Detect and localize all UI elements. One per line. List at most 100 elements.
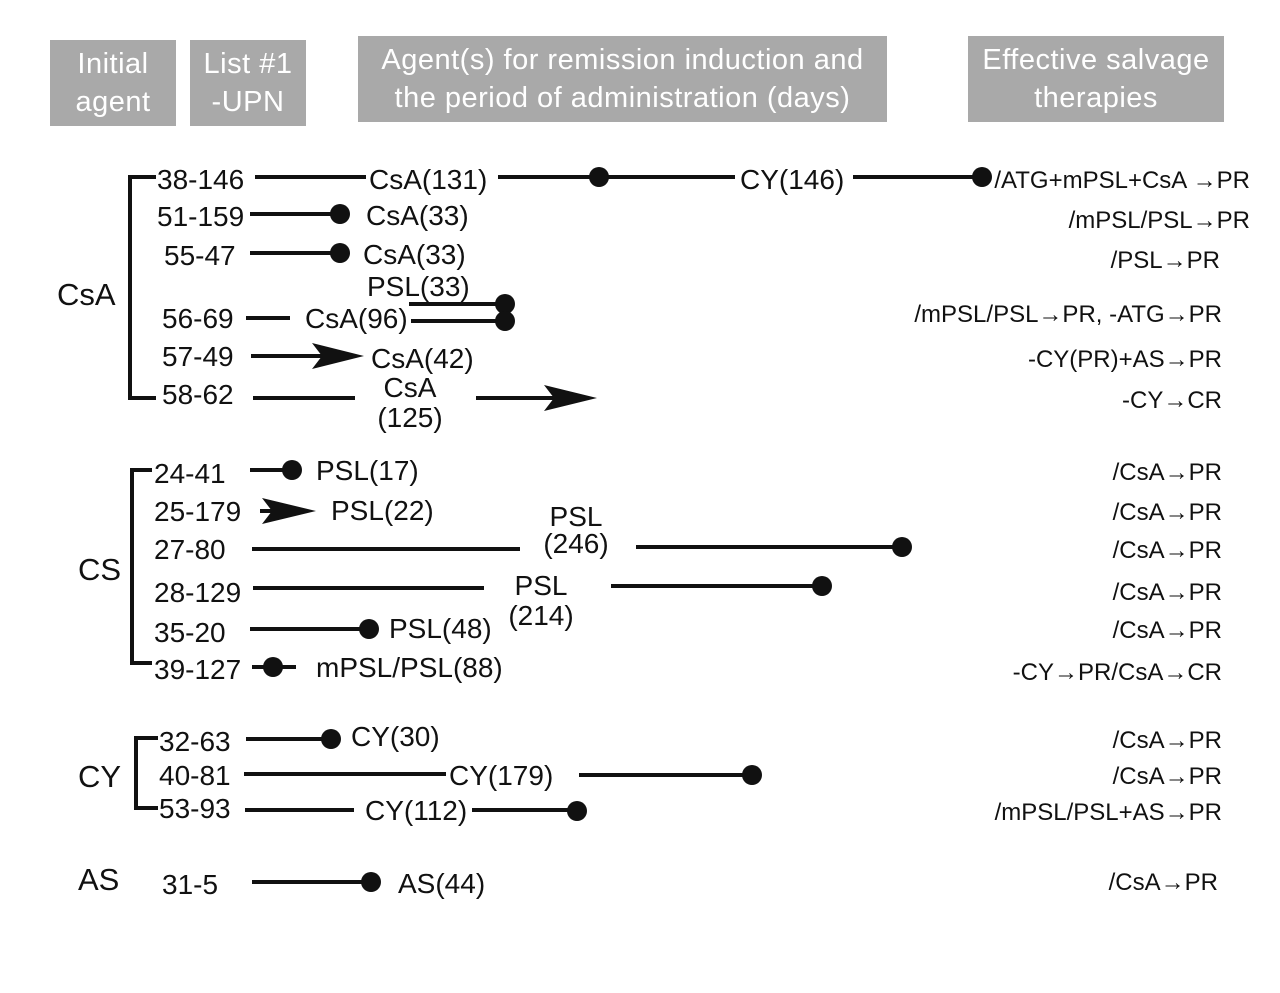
salvage-therapy: /CsA→PR	[1113, 727, 1222, 754]
end-dot	[359, 619, 379, 639]
timeline-row: 25-179 PSL(22) /CsA→PR	[154, 495, 1222, 527]
header-agents-line2: the period of administration (days)	[394, 82, 851, 114]
header-salvage-line1: Effective salvage	[982, 44, 1210, 76]
agent-label: CsA	[384, 372, 437, 403]
agent-label: (246)	[543, 528, 608, 559]
upn-label: 27-80	[154, 534, 226, 565]
group-bracket-cs	[130, 468, 152, 665]
ongoing-arrowhead	[544, 385, 597, 411]
salvage-therapy: /CsA→PR	[1109, 869, 1218, 896]
upn-label: 24-41	[154, 458, 226, 489]
header-agents-line1: Agent(s) for remission induction and	[381, 44, 864, 76]
end-dot	[282, 460, 302, 480]
salvage-therapy: /mPSL/PSL+AS→PR	[995, 799, 1222, 826]
end-dot	[812, 576, 832, 596]
end-dot	[567, 801, 587, 821]
end-dot	[330, 204, 350, 224]
group-bracket-cy	[134, 736, 158, 810]
header-initial-agent-line2: agent	[75, 86, 151, 118]
agent-label: CY(146)	[740, 164, 844, 195]
timeline-row: 51-159 CsA(33) /mPSL/PSL→PR	[157, 200, 1250, 234]
agent-label: CsA(33)	[366, 200, 469, 231]
header-salvage: Effective salvage therapies	[968, 36, 1224, 122]
end-dot	[361, 872, 381, 892]
upn-label: 38-146	[157, 164, 244, 195]
end-dot	[495, 294, 515, 314]
agent-label: mPSL/PSL(88)	[316, 652, 503, 683]
timeline-row: 24-41 PSL(17) /CsA→PR	[154, 455, 1222, 489]
end-dot	[495, 311, 515, 331]
agent-label: (125)	[377, 402, 442, 433]
agent-label: CY(179)	[449, 760, 553, 791]
agent-label: PSL	[550, 501, 603, 532]
end-dot	[321, 729, 341, 749]
upn-label: 40-81	[159, 760, 231, 791]
timeline-row: 32-63 CY(30) /CsA→PR	[159, 721, 1222, 757]
header-upn: List #1 -UPN	[190, 40, 306, 126]
salvage-therapy: /PSL→PR	[1111, 247, 1220, 274]
upn-label: 32-63	[159, 726, 231, 757]
upn-label: 35-20	[154, 617, 226, 648]
end-dot	[263, 657, 283, 677]
agent-label: PSL(48)	[389, 613, 492, 644]
timeline-row: 31-5 AS(44) /CsA→PR	[162, 868, 1218, 900]
agent-label: CsA(131)	[369, 164, 487, 195]
salvage-therapy: /CsA→PR	[1113, 459, 1222, 486]
upn-label: 56-69	[162, 303, 234, 334]
timeline-row: 27-80 PSL (246) /CsA→PR	[154, 501, 1222, 565]
timeline-row: 40-81 CY(179) /CsA→PR	[159, 760, 1222, 791]
agent-label: AS(44)	[398, 868, 485, 899]
upn-label: 57-49	[162, 341, 234, 372]
timeline-row: 39-127 mPSL/PSL(88) -CY→PR/CsA→CR	[154, 652, 1222, 686]
salvage-therapy: -CY→PR/CsA→CR	[1013, 659, 1222, 686]
group-label-csa: CsA	[57, 277, 116, 312]
end-dot	[742, 765, 762, 785]
end-dot	[330, 243, 350, 263]
end-dot	[972, 167, 992, 187]
agent-label: CY(112)	[365, 795, 467, 826]
group-label-as: AS	[78, 862, 119, 897]
timeline-row: 35-20 PSL(48) /CsA→PR	[154, 613, 1222, 648]
timeline-row: 57-49 CsA(42) -CY(PR)+AS→PR	[162, 341, 1222, 374]
timeline-row: 53-93 CY(112) /mPSL/PSL+AS→PR	[159, 793, 1222, 826]
timeline-row: PSL(33) 56-69 CsA(96) /mPSL/PSL→PR, -ATG…	[162, 271, 1222, 334]
group-label-cy: CY	[78, 759, 121, 794]
agent-label: PSL	[515, 570, 568, 601]
agent-label: CsA(96)	[305, 303, 408, 334]
salvage-therapy: /CsA→PR	[1113, 537, 1222, 564]
agent-label: CY(30)	[351, 721, 440, 752]
header-upn-line1: List #1	[203, 48, 293, 80]
group-label-cs: CS	[78, 552, 121, 587]
salvage-therapy: /CsA→PR	[1113, 763, 1222, 790]
agent-label: PSL(17)	[316, 455, 419, 486]
timeline-row: 28-129 PSL (214) /CsA→PR	[154, 570, 1222, 631]
upn-label: 53-93	[159, 793, 231, 824]
header-initial-agent: Initial agent	[50, 40, 176, 126]
timeline-row: 38-146 CsA(131) CY(146) /ATG+mPSL+CsA →P…	[157, 164, 1250, 195]
salvage-therapy: /mPSL/PSL→PR	[1069, 207, 1250, 234]
upn-label: 28-129	[154, 577, 241, 608]
timeline-row: 58-62 CsA (125) -CY→CR	[162, 372, 1222, 433]
upn-label: 51-159	[157, 201, 244, 232]
salvage-therapy: /CsA→PR	[1113, 579, 1222, 606]
timeline-row: 55-47 CsA(33) /PSL→PR	[164, 239, 1220, 274]
salvage-therapy: /CsA→PR	[1113, 617, 1222, 644]
upn-label: 55-47	[164, 240, 236, 271]
agent-label: CsA(33)	[363, 239, 466, 270]
upn-label: 25-179	[154, 496, 241, 527]
salvage-therapy: -CY→CR	[1122, 387, 1222, 414]
agent-label: (214)	[508, 600, 573, 631]
group-bracket-csa	[128, 175, 156, 400]
ongoing-arrowhead	[262, 498, 316, 524]
header-initial-agent-line1: Initial	[77, 48, 149, 80]
agent-label: PSL(22)	[331, 495, 434, 526]
upn-label: 31-5	[162, 869, 218, 900]
header-agents: Agent(s) for remission induction and the…	[358, 36, 887, 122]
upn-label: 39-127	[154, 654, 241, 685]
salvage-therapy: /ATG+mPSL+CsA →PR	[994, 167, 1250, 194]
header-salvage-line2: therapies	[1034, 82, 1158, 114]
agent-label: PSL(33)	[367, 271, 470, 302]
end-dot	[589, 167, 609, 187]
